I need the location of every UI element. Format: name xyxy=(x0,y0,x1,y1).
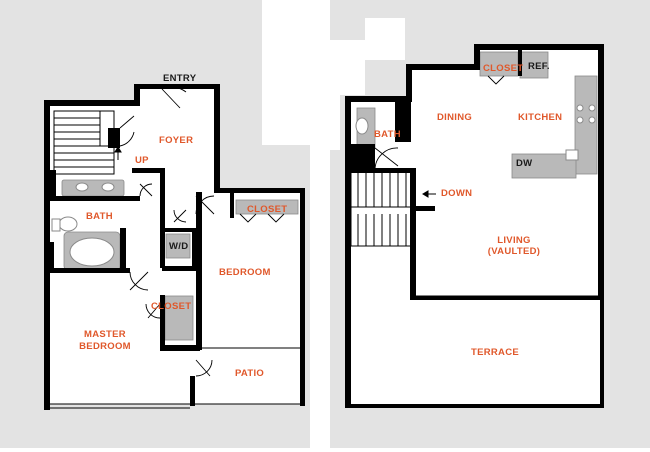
living-label-line2: (VAULTED) xyxy=(487,246,541,257)
master-bedroom-label-line1: MASTER xyxy=(84,329,126,340)
plumbing-fixtures xyxy=(51,104,596,267)
master-bedroom-label-line2: BEDROOM xyxy=(79,341,131,352)
refrigerator-label: REF. xyxy=(528,61,550,72)
dishwasher-label: DW xyxy=(516,158,533,169)
bedroom-closet-label: CLOSET xyxy=(247,204,288,215)
foyer-label: FOYER xyxy=(159,135,194,146)
stairs-up-label: UP xyxy=(135,155,149,166)
windows xyxy=(50,245,600,409)
stairs-down-label: DOWN xyxy=(441,188,473,199)
washer-dryer-label: W/D xyxy=(169,241,189,252)
dining-label: DINING xyxy=(437,112,473,123)
stairs-upper xyxy=(350,171,414,247)
entry-label: ENTRY xyxy=(163,73,197,84)
master-closet-label: CLOSET xyxy=(151,301,192,312)
patio-label: PATIO xyxy=(235,368,265,379)
upper-closet-label: CLOSET xyxy=(483,63,524,74)
bath-label-lower: BATH xyxy=(86,211,113,222)
kitchen-label: KITCHEN xyxy=(518,112,563,123)
terrace-label: TERRACE xyxy=(471,347,520,358)
bedroom-label: BEDROOM xyxy=(219,267,271,278)
stair-arrows xyxy=(114,146,436,198)
stairs-lower xyxy=(53,110,115,175)
door-swings xyxy=(119,75,505,377)
bath-label-upper: BATH xyxy=(374,129,401,140)
living-label-line1: LIVING xyxy=(497,235,531,246)
